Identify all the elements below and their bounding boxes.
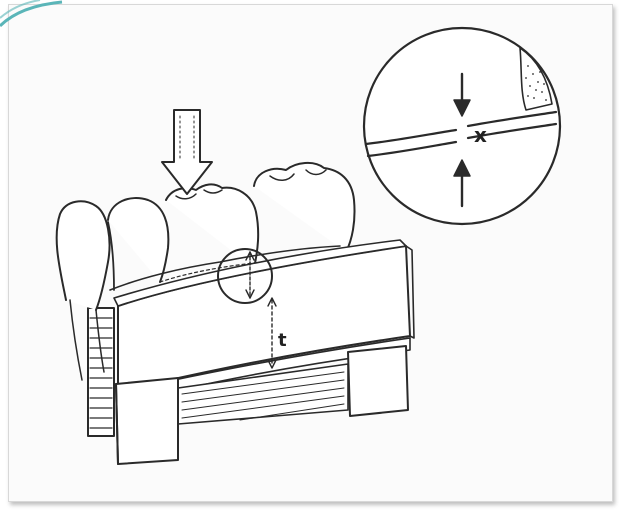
corner-accent-arc [0, 0, 63, 28]
tooth-2 [107, 197, 170, 283]
left-support-post [115, 377, 179, 465]
base-plate [117, 337, 411, 425]
gap-label: x [474, 123, 487, 147]
tooth-1 [55, 200, 111, 311]
detail-circle-small [217, 248, 273, 304]
tooth-3 [165, 183, 260, 269]
force-arrow [161, 109, 213, 195]
tooth-4 [253, 162, 356, 253]
thickness-label: t [278, 330, 287, 351]
magnified-detail-circle [362, 26, 562, 226]
right-support-post [347, 345, 409, 417]
thickness-dimension [267, 297, 277, 369]
left-back-post [87, 307, 115, 437]
